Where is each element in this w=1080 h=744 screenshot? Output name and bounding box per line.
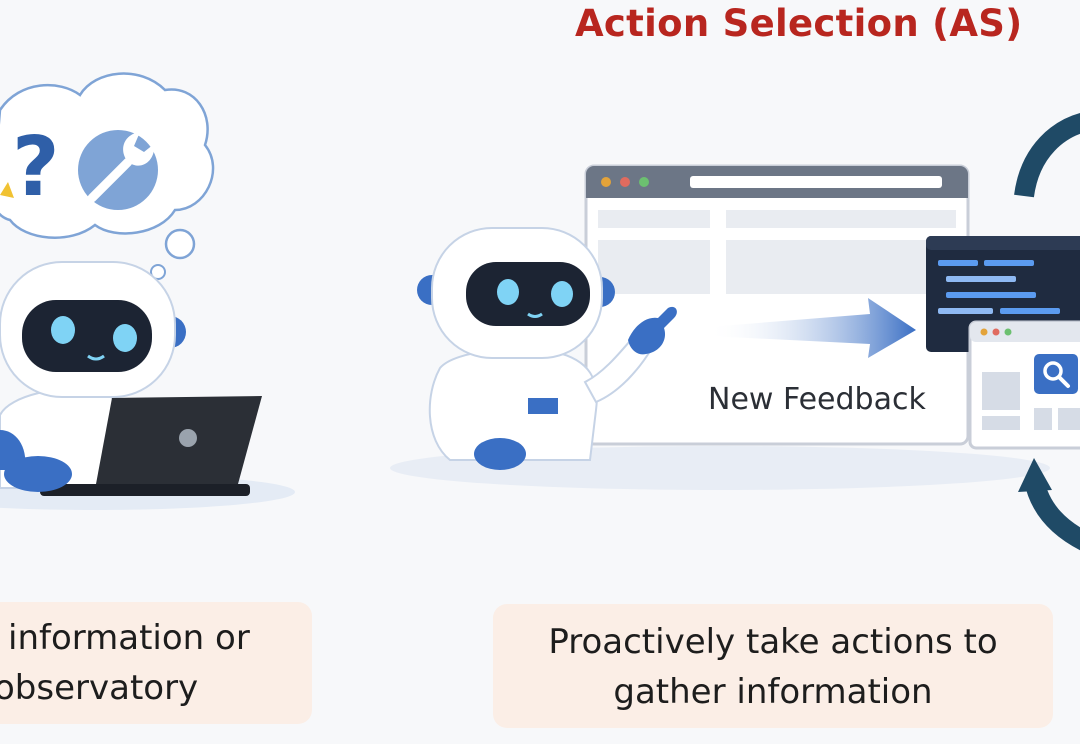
- browser-window: [584, 164, 970, 446]
- caption-left-line1: information or: [8, 618, 250, 658]
- new-feedback-label: New Feedback: [708, 382, 926, 417]
- svg-text:?: ?: [12, 120, 60, 215]
- caption-right-line2: gather information: [613, 672, 933, 712]
- search-icon: [1034, 354, 1078, 394]
- caption-left-line2: observatory: [0, 668, 199, 708]
- search-window: [968, 320, 1080, 450]
- caption-left: information or observatory: [0, 602, 312, 724]
- wrench-icon: [78, 130, 158, 210]
- arrow-right-icon: [708, 298, 916, 358]
- question-mark-icon: ?: [12, 120, 60, 215]
- caption-right: Proactively take actions to gather infor…: [493, 604, 1053, 728]
- cycle-arrows: [1014, 113, 1080, 551]
- lightbulb-icon: [0, 182, 14, 198]
- robot-right: [417, 227, 677, 470]
- robot-left: [0, 261, 295, 510]
- diagram-title: Action Selection (AS): [575, 2, 1023, 45]
- laptop: [4, 396, 262, 496]
- caption-right-line1: Proactively take actions to: [548, 622, 998, 662]
